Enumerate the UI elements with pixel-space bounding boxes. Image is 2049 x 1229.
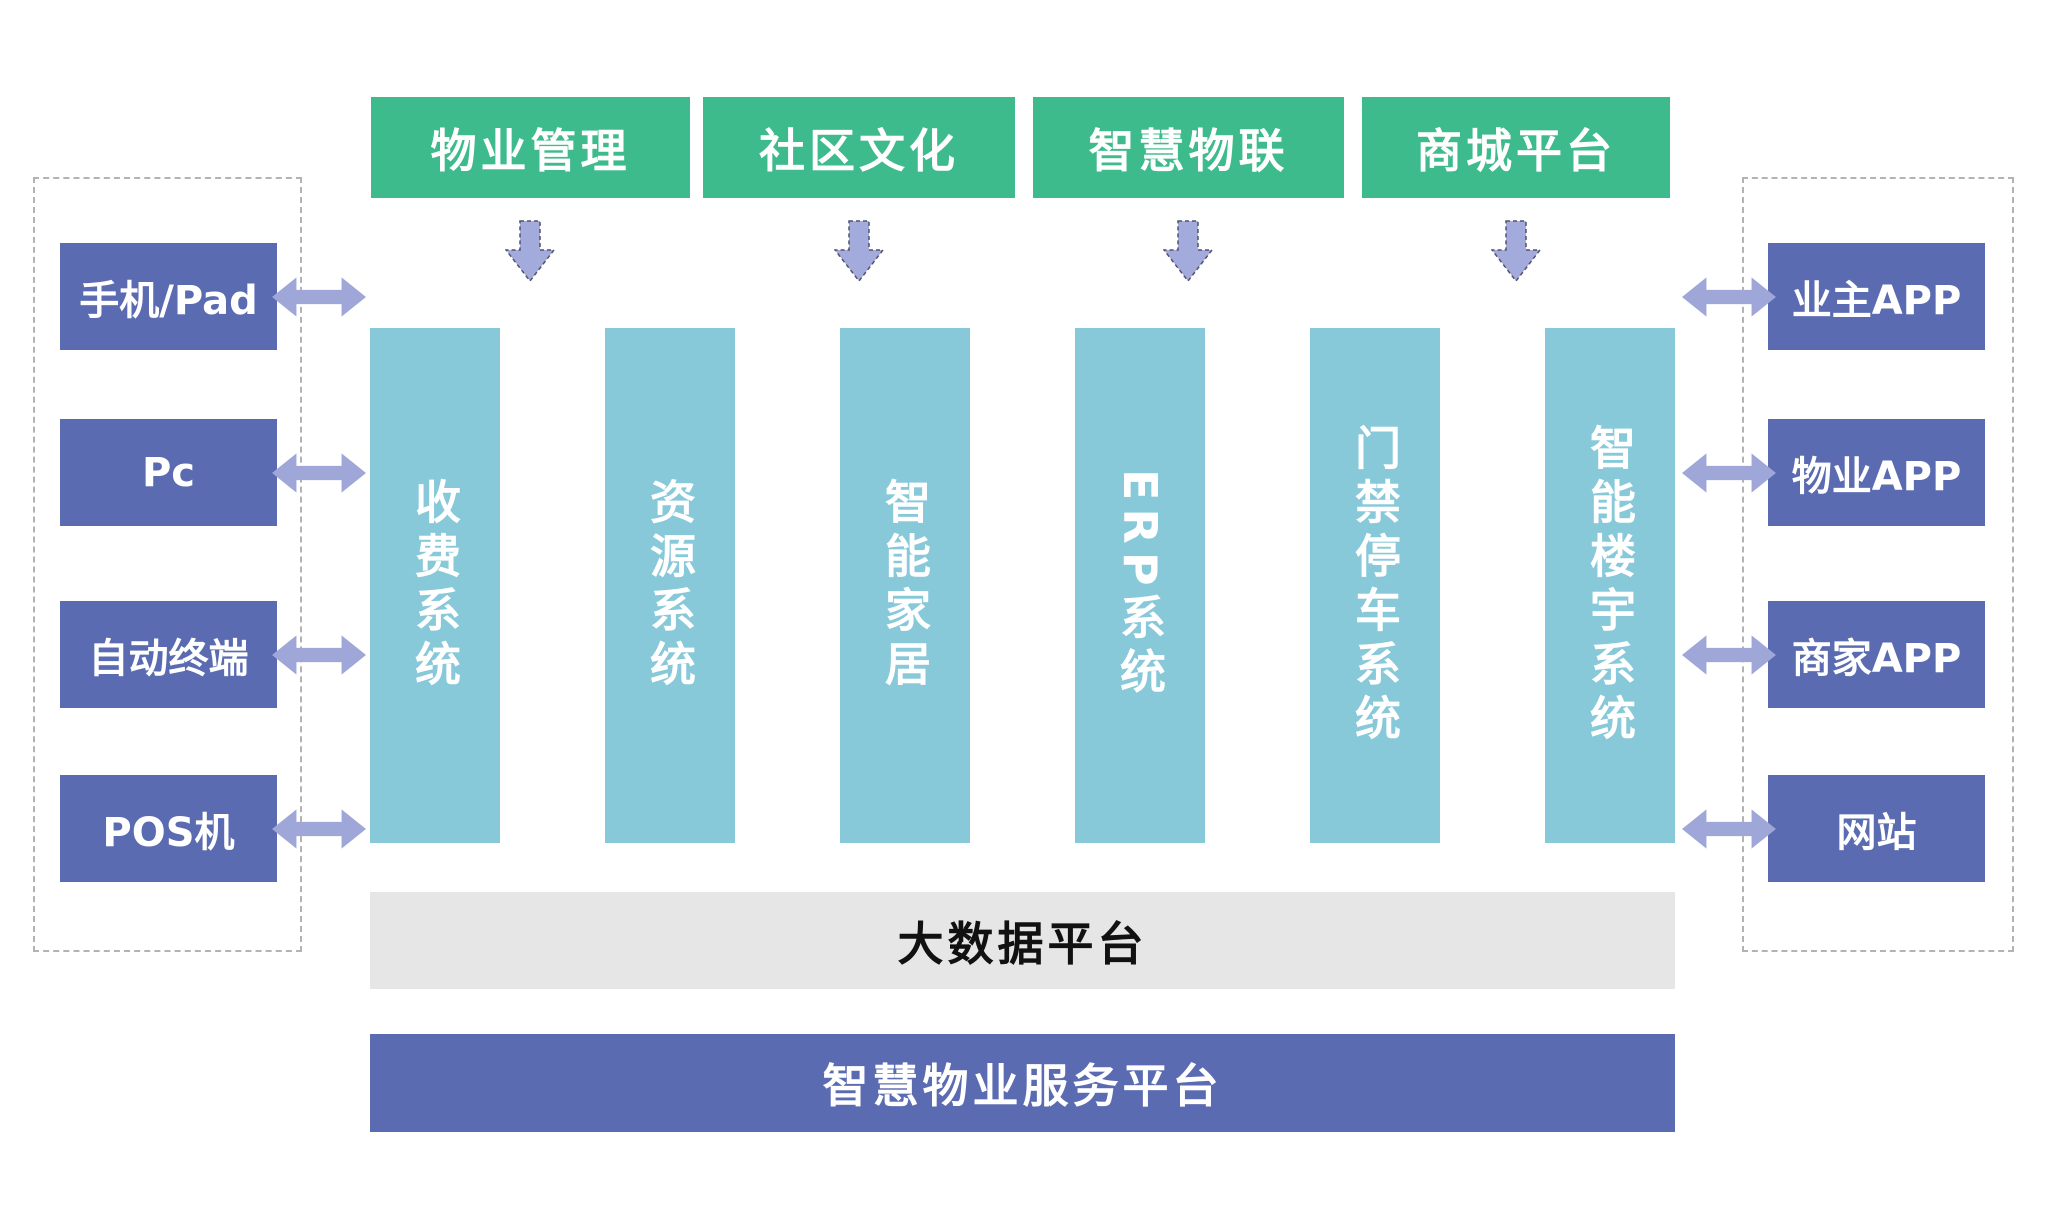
left-right-arrow-icon [272, 272, 366, 322]
big-data-platform-bar: 大数据平台 [370, 892, 1675, 989]
app-box-website: 网站 [1768, 775, 1985, 882]
system-label: 资源系统 [643, 477, 697, 694]
left-right-arrow-icon [1682, 272, 1776, 322]
device-box-mobile-pad: 手机/Pad [60, 243, 277, 350]
app-label: 网站 [1836, 809, 1917, 856]
device-box-pc: Pc [60, 419, 277, 526]
system-label: 收费系统 [408, 477, 462, 694]
module-box-mall-platform: 商城平台 [1362, 97, 1670, 198]
system-bar-resource: 资源系统 [605, 328, 735, 843]
left-devices-panel [33, 177, 302, 952]
system-bar-access-parking: 门禁停车系统 [1310, 328, 1440, 843]
module-box-property-management: 物业管理 [371, 97, 690, 198]
left-right-arrow-icon [272, 448, 366, 498]
left-right-arrow-icon [1682, 448, 1776, 498]
left-right-arrow-icon [1682, 630, 1776, 680]
down-arrow-icon [1491, 220, 1541, 282]
app-label: 商家APP [1791, 635, 1962, 682]
big-data-platform-label: 大数据平台 [897, 916, 1148, 971]
device-label: 自动终端 [88, 635, 249, 682]
service-platform-bar: 智慧物业服务平台 [370, 1034, 1675, 1132]
down-arrow-icon [834, 220, 884, 282]
module-box-community-culture: 社区文化 [703, 97, 1015, 198]
system-bar-smart-building: 智能楼宇系统 [1545, 328, 1675, 843]
device-box-pos: POS机 [60, 775, 277, 882]
system-label: ERP系统 [1113, 469, 1167, 702]
app-label: 物业APP [1791, 453, 1962, 500]
device-label: POS机 [102, 809, 235, 856]
module-label: 物业管理 [430, 123, 631, 178]
left-right-arrow-icon [272, 630, 366, 680]
app-box-owner-app: 业主APP [1768, 243, 1985, 350]
module-label: 智慧物联 [1088, 123, 1289, 178]
system-label: 智能楼宇系统 [1583, 423, 1637, 748]
system-bar-smart-home: 智能家居 [840, 328, 970, 843]
left-right-arrow-icon [1682, 804, 1776, 854]
app-box-merchant-app: 商家APP [1768, 601, 1985, 708]
service-platform-label: 智慧物业服务平台 [822, 1059, 1223, 1113]
system-label: 门禁停车系统 [1348, 423, 1402, 748]
down-arrow-icon [1163, 220, 1213, 282]
system-bar-erp: ERP系统 [1075, 328, 1205, 843]
right-apps-panel [1742, 177, 2014, 952]
system-label: 智能家居 [878, 477, 932, 694]
device-label: 手机/Pad [79, 277, 258, 324]
device-box-auto-terminal: 自动终端 [60, 601, 277, 708]
module-box-smart-iot: 智慧物联 [1033, 97, 1344, 198]
app-label: 业主APP [1791, 277, 1962, 324]
device-label: Pc [141, 449, 196, 496]
module-label: 社区文化 [759, 123, 959, 178]
system-bar-charging: 收费系统 [370, 328, 500, 843]
left-right-arrow-icon [272, 804, 366, 854]
module-label: 商城平台 [1416, 123, 1616, 178]
app-box-property-app: 物业APP [1768, 419, 1985, 526]
down-arrow-icon [505, 220, 555, 282]
